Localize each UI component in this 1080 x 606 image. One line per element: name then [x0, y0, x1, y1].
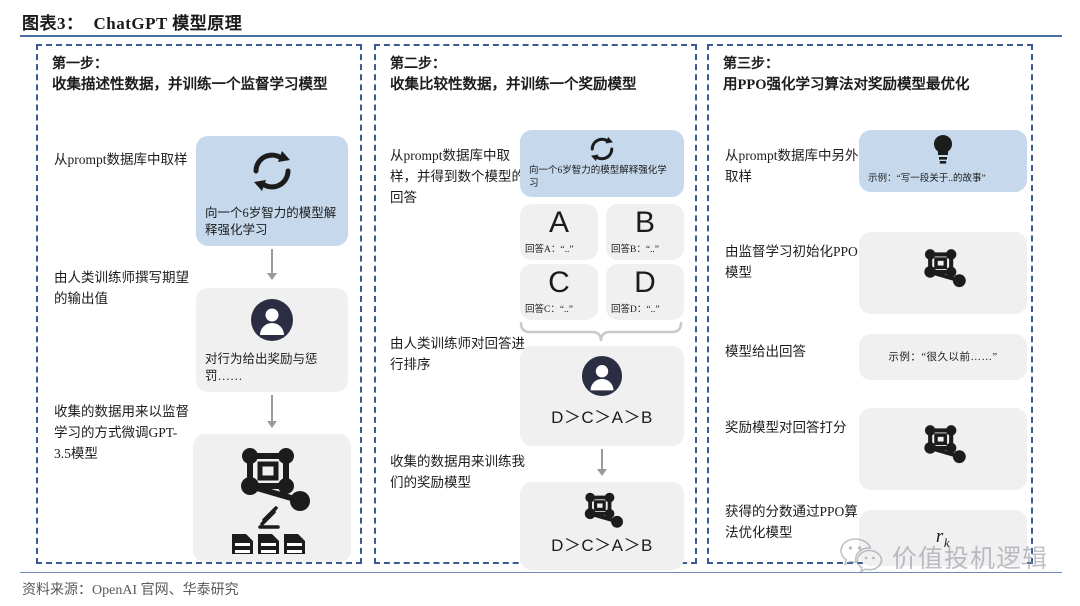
caption-1-2: 由人类训练师撰写期望的输出值: [54, 270, 189, 306]
refresh-cycle-icon: [520, 135, 684, 163]
arrow-1-1: [267, 249, 277, 280]
caption-3-3: 模型给出回答: [725, 344, 806, 359]
arrow-2-1: [597, 449, 607, 476]
card-2-rank[interactable]: D＞C＞A＞B: [520, 346, 684, 446]
panel-2-step: 第二步：: [390, 57, 446, 72]
caption-2-3: 收集的数据用来训练我们的奖励模型: [390, 454, 525, 490]
reward-subscript: k: [943, 534, 951, 550]
panel-2-desc: 收集比较性数据，并训练一个奖励模型: [390, 77, 637, 94]
card-2-1-label: 向一个6岁智力的模型解释强化学习: [529, 166, 667, 189]
caption-3-4: 奖励模型对回答打分: [725, 420, 847, 435]
panel-3-desc: 用PPO强化学习算法对奖励模型最优化: [723, 77, 970, 94]
card-answer-a[interactable]: A 回答A：“..”: [520, 204, 598, 260]
card-1-1-label: 向一个6岁智力的模型解释强化学习: [205, 206, 337, 238]
model-node-icon: [859, 422, 1027, 468]
person-icon: [196, 298, 348, 342]
panel-3-step: 第三步：: [723, 57, 779, 72]
card-1-3[interactable]: [193, 434, 351, 562]
panel-1-step: 第一步：: [52, 57, 108, 72]
panel-2-heading: 第二步： 收集比较性数据，并训练一个奖励模型: [390, 55, 685, 96]
panel-step-2: 第二步： 收集比较性数据，并训练一个奖励模型 从prompt数据库中取样，并得到…: [374, 44, 697, 570]
panel-1-heading: 第一步： 收集描述性数据，并训练一个监督学习模型: [52, 55, 350, 96]
reward-symbol: r: [935, 526, 944, 547]
card-2-reward-center: D＞C＞A＞B: [551, 536, 653, 555]
card-answer-d[interactable]: D 回答D：“..”: [606, 264, 684, 320]
caption-1-3: 收集的数据用来以监督学习的方式微调GPT-3.5模型: [54, 404, 189, 461]
caption-2-1: 从prompt数据库中取样，并得到数个模型的回答: [390, 148, 525, 205]
panel-step-1: 第一步： 收集描述性数据，并训练一个监督学习模型 从prompt数据库中取样 由…: [36, 44, 362, 564]
card-answer-d-label: 回答D：“..”: [611, 304, 660, 315]
title-text: ChatGPT 模型原理: [93, 13, 243, 33]
caption-3-2: 由监督学习初始化PPO模型: [725, 244, 858, 280]
card-answer-c-letter: C: [548, 266, 570, 299]
page-title: 图表3： ChatGPT 模型原理: [22, 6, 1062, 36]
lightbulb-icon: [859, 134, 1027, 166]
caption-3-5: 获得的分数通过PPO算法优化模型: [725, 504, 858, 540]
card-3-5-center: rk: [859, 526, 1027, 551]
refresh-cycle-icon: [196, 148, 348, 194]
arrow-1-2: [267, 395, 277, 428]
card-answer-a-label: 回答A：“..”: [525, 244, 574, 255]
person-icon: [520, 355, 684, 397]
card-3-1-label: 示例：“写一段关于..的故事”: [868, 173, 986, 184]
card-3-3-center: 示例：“很久以前……”: [888, 352, 998, 363]
card-answer-c-label: 回答C：“..”: [525, 304, 574, 315]
model-node-icon: [859, 246, 1027, 292]
figure-label: 图表3：: [22, 13, 84, 33]
card-1-2[interactable]: 对行为给出奖励与惩罚……: [196, 288, 348, 392]
title-divider: [20, 35, 1062, 37]
model-node-icon: [520, 490, 684, 532]
card-3-4[interactable]: [859, 408, 1027, 490]
card-1-2-label: 对行为给出奖励与惩罚……: [205, 352, 318, 384]
footer-divider: [20, 572, 1062, 573]
panel-step-3: 第三步： 用PPO强化学习算法对奖励模型最优化 从prompt数据库中另外取样 …: [707, 44, 1033, 566]
card-answer-c[interactable]: C 回答C：“..”: [520, 264, 598, 320]
panel-1-desc: 收集描述性数据，并训练一个监督学习模型: [52, 77, 328, 94]
caption-2-2: 由人类训练师对回答进行排序: [390, 336, 525, 372]
source-note: 资料来源：OpenAI 官网、华泰研究: [22, 583, 239, 598]
card-answer-a-letter: A: [548, 206, 569, 239]
model-node-edit-docs-icon: [193, 442, 351, 554]
card-2-reward[interactable]: D＞C＞A＞B: [520, 482, 684, 570]
card-3-5[interactable]: rk: [859, 510, 1027, 566]
caption-3-1: 从prompt数据库中另外取样: [725, 148, 859, 184]
card-1-1[interactable]: 向一个6岁智力的模型解释强化学习: [196, 136, 348, 246]
card-answer-b-letter: B: [634, 206, 655, 239]
caption-1-1: 从prompt数据库中取样: [54, 152, 188, 167]
card-answer-d-letter: D: [634, 266, 656, 299]
brace-connector: [518, 321, 688, 353]
card-3-3[interactable]: 示例：“很久以前……”: [859, 334, 1027, 380]
card-answer-b-label: 回答B：“..”: [611, 244, 660, 255]
card-2-1[interactable]: 向一个6岁智力的模型解释强化学习: [520, 130, 684, 197]
card-answer-b[interactable]: B 回答B：“..”: [606, 204, 684, 260]
card-2-rank-center: D＞C＞A＞B: [551, 408, 653, 427]
card-3-2[interactable]: [859, 232, 1027, 314]
panel-3-heading: 第三步： 用PPO强化学习算法对奖励模型最优化: [723, 55, 1021, 96]
card-3-1[interactable]: 示例：“写一段关于..的故事”: [859, 130, 1027, 192]
